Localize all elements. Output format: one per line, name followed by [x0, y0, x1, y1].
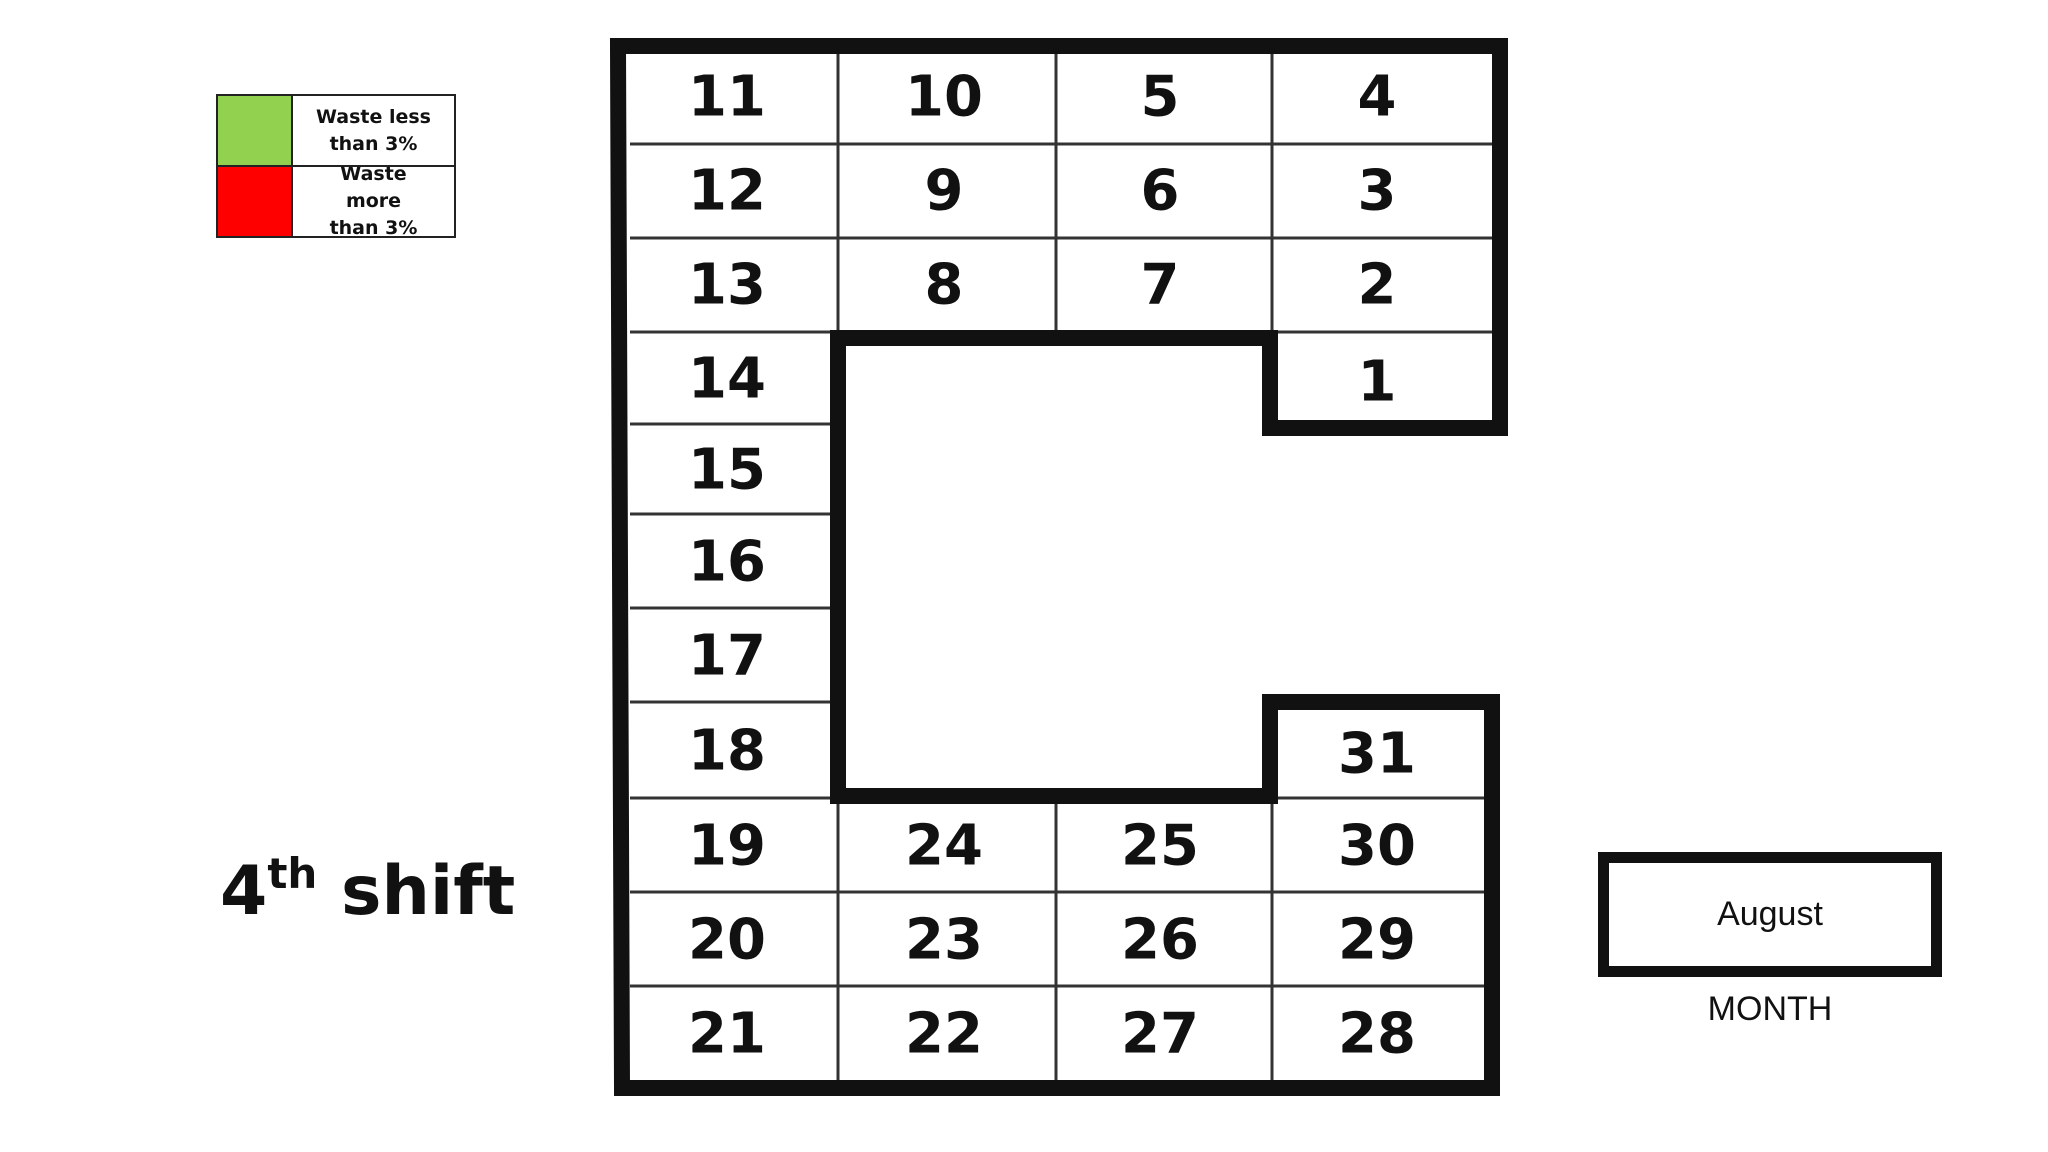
legend-swatch-red [218, 167, 293, 236]
day-cell: 22 [905, 1002, 983, 1067]
day-cell: 27 [1121, 1002, 1199, 1067]
legend-row-more: Waste more than 3% [218, 163, 454, 239]
day-cell: 24 [905, 814, 983, 879]
day-cell: 25 [1121, 814, 1199, 879]
shift-number: 4 [220, 852, 268, 931]
month-caption: MONTH [1707, 990, 1833, 1028]
month-value: August [1717, 895, 1823, 933]
day-cell: 31 [1338, 722, 1416, 787]
day-cell: 17 [688, 624, 766, 689]
day-cell: 23 [905, 908, 983, 973]
day-cell: 19 [688, 814, 766, 879]
day-cell: 6 [1141, 159, 1180, 224]
day-cell: 26 [1121, 908, 1199, 973]
grid-lines [630, 50, 1500, 1082]
day-cell: 7 [1141, 253, 1180, 318]
day-cell: 12 [688, 159, 766, 224]
day-cell: 9 [925, 159, 964, 224]
day-cell: 2 [1358, 253, 1397, 318]
day-cell: 28 [1338, 1002, 1416, 1067]
legend-swatch-green [218, 96, 293, 165]
day-cell: 15 [688, 438, 766, 503]
month-field[interactable]: August [1598, 852, 1942, 977]
legend: Waste less than 3% Waste more than 3% [216, 94, 456, 239]
day-cell: 29 [1338, 908, 1416, 973]
day-cell: 14 [688, 347, 766, 412]
legend-label-less: Waste less than 3% [315, 105, 431, 155]
shift-label: 4th shift [220, 853, 515, 926]
day-cell: 1 [1358, 350, 1397, 415]
day-cell: 21 [688, 1002, 766, 1067]
day-cell: 11 [688, 65, 766, 130]
day-cell: 8 [925, 253, 964, 318]
day-cell: 4 [1358, 65, 1397, 130]
day-cell: 20 [688, 908, 766, 973]
day-cell: 5 [1141, 65, 1180, 130]
calendar-outline [609, 38, 1508, 1096]
legend-label-more: Waste more than 3% [329, 163, 418, 239]
day-cell: 16 [688, 530, 766, 595]
day-cell: 18 [688, 719, 766, 784]
legend-row-less: Waste less than 3% [218, 96, 454, 165]
shift-word: shift [341, 852, 516, 931]
day-cell: 3 [1358, 159, 1397, 224]
shift-ordinal-suffix: th [267, 849, 318, 898]
day-numbers: 11 10 5 4 12 9 6 3 13 8 7 2 14 1 15 16 1… [688, 65, 1416, 1067]
day-cell: 30 [1338, 814, 1416, 879]
day-cell: 13 [688, 253, 766, 318]
day-cell: 10 [905, 65, 983, 130]
